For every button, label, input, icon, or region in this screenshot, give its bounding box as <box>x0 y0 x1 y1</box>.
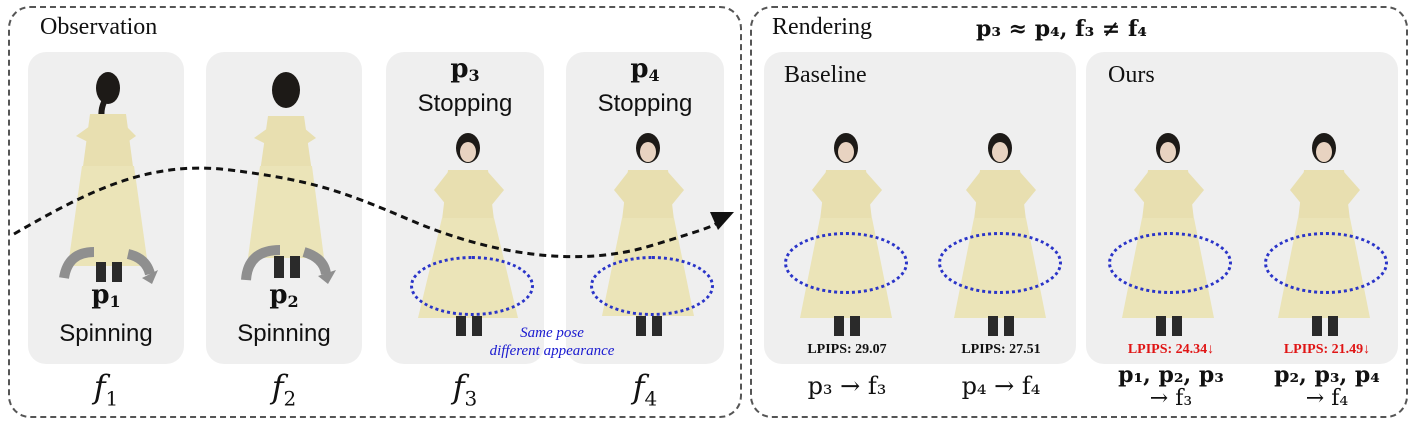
highlight-ellipse <box>938 232 1062 294</box>
spin-arrow-icon <box>59 247 158 284</box>
state-label-3: Stopping <box>417 90 513 117</box>
same-pose-note: Same pose different appearance <box>489 325 615 359</box>
trajectory-arrow <box>13 166 734 259</box>
highlight-ellipse <box>590 256 714 316</box>
state-label-4: Stopping <box>597 90 693 117</box>
highlight-ellipse <box>784 232 908 294</box>
state-label-2: Spinning <box>237 320 331 347</box>
pose-label-3: p3 <box>450 54 480 86</box>
lpips-score: LPIPS: 24.34↓ <box>1127 342 1215 357</box>
frame-label-1: f1 <box>93 368 119 411</box>
rendering-group <box>750 6 1408 418</box>
person-figure-2 <box>248 72 324 278</box>
rendering-equation: p₃ ≈ p₄, f₃ ≠ f₄ <box>976 16 1148 42</box>
pose-to-frame-mapping: p₂, p₃, p₄ → f₄ <box>1274 362 1380 412</box>
baseline-title: Baseline <box>784 62 867 88</box>
ours-title: Ours <box>1108 62 1155 88</box>
observation-group <box>8 6 742 418</box>
pose-to-frame-mapping: p₄ → f₄ <box>961 372 1041 400</box>
observation-title: Observation <box>40 14 158 40</box>
highlight-ellipse <box>410 256 534 316</box>
highlight-ellipse <box>1108 232 1232 294</box>
person-figure-1 <box>68 72 148 282</box>
pose-label-4: p4 <box>630 54 660 86</box>
pose-to-frame-mapping: p₁, p₂, p₃ → f₃ <box>1118 362 1224 412</box>
highlight-ellipse <box>1264 232 1388 294</box>
pose-label-1: p1 <box>91 280 121 312</box>
spin-arrow-icon <box>241 245 336 284</box>
pose-to-frame-mapping: p₃ → f₃ <box>807 372 887 400</box>
frame-label-2: f2 <box>271 368 297 411</box>
state-label-1: Spinning <box>59 320 153 347</box>
rendering-title: Rendering <box>772 14 872 40</box>
lpips-score: LPIPS: 29.07 <box>807 342 887 357</box>
pose-label-2: p2 <box>269 280 299 312</box>
frame-label-3: f3 <box>452 368 478 411</box>
lpips-score: LPIPS: 27.51 <box>961 342 1041 357</box>
frame-label-4: f4 <box>632 368 658 411</box>
lpips-score: LPIPS: 21.49↓ <box>1283 342 1371 357</box>
